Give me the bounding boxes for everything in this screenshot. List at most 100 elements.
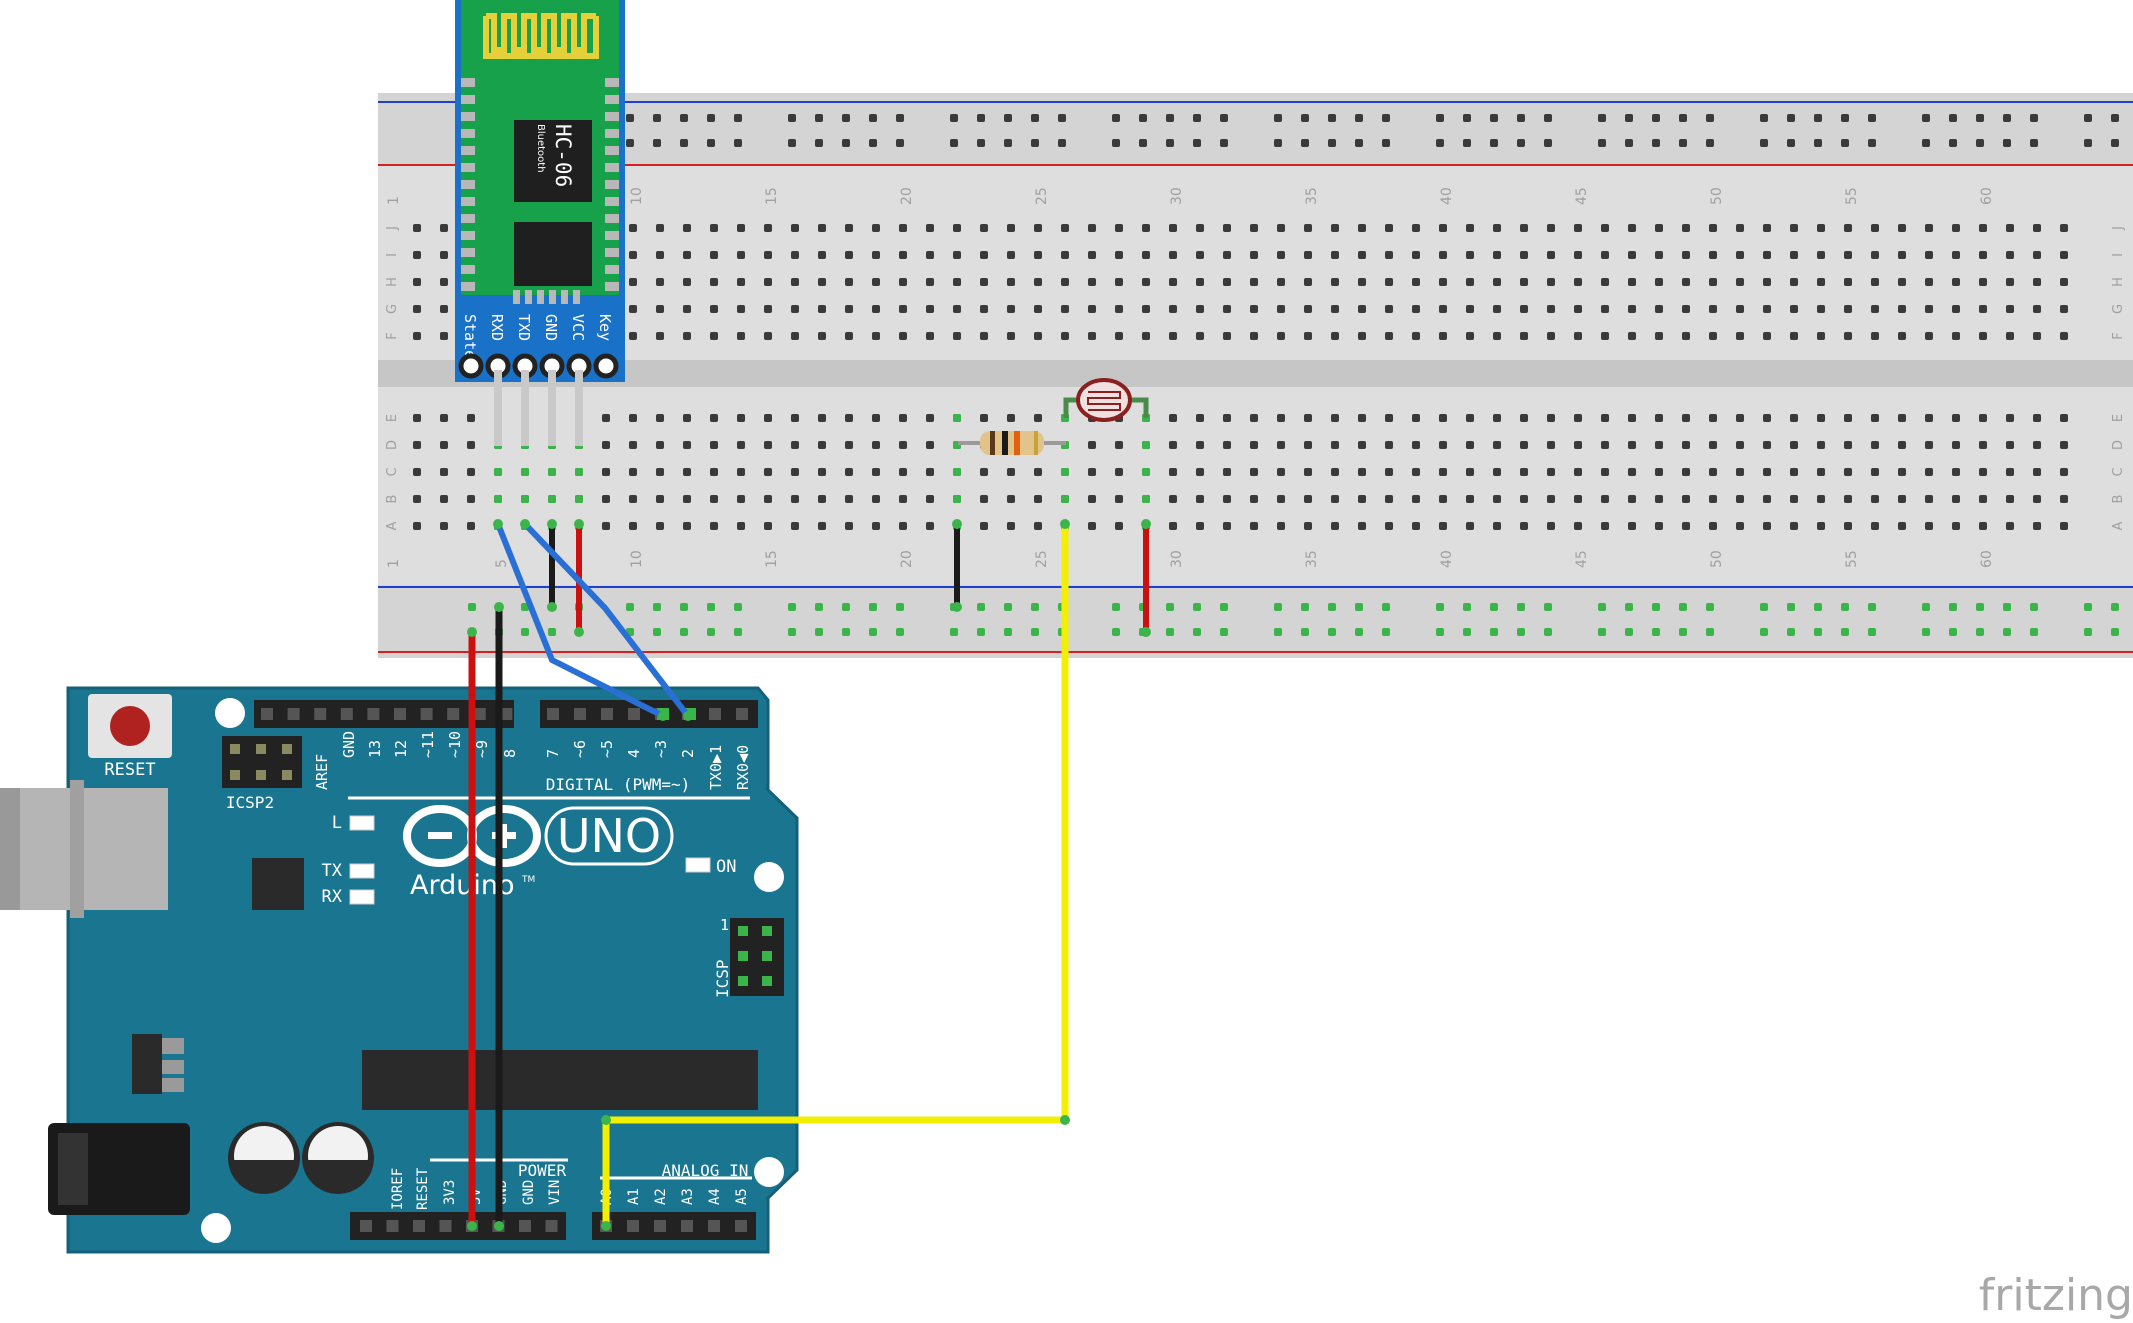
trademark-label: TM bbox=[521, 875, 535, 885]
header-pin bbox=[287, 708, 300, 720]
wire-endpoint bbox=[952, 602, 962, 612]
header-pin bbox=[473, 708, 486, 720]
column-number: 55 bbox=[1844, 550, 1860, 568]
power-pin-label: GND bbox=[521, 1180, 537, 1205]
wire-endpoint bbox=[494, 1221, 504, 1231]
column-number: 40 bbox=[1439, 550, 1455, 568]
row-letter: H bbox=[2111, 277, 2126, 287]
header-pin bbox=[681, 1220, 693, 1232]
row-letter: E bbox=[385, 414, 400, 422]
header-pin bbox=[386, 1220, 399, 1232]
row-letter: E bbox=[2111, 414, 2126, 422]
wire-endpoint bbox=[547, 602, 557, 612]
header-pin bbox=[256, 770, 266, 780]
column-number: 35 bbox=[1304, 187, 1320, 205]
wire-endpoint bbox=[467, 1221, 477, 1231]
wire-endpoint bbox=[601, 1221, 611, 1231]
header-pin bbox=[282, 770, 292, 780]
wire-endpoint bbox=[1060, 1115, 1070, 1125]
analog-pin-label: A4 bbox=[707, 1188, 723, 1205]
wire-endpoint bbox=[952, 519, 962, 529]
wire-endpoint bbox=[601, 1115, 611, 1125]
header-pin bbox=[601, 708, 613, 720]
column-number: 50 bbox=[1709, 550, 1725, 568]
header-pin bbox=[282, 744, 292, 754]
header-pin bbox=[261, 708, 273, 720]
power-label: POWER bbox=[518, 1161, 567, 1180]
wire-endpoint bbox=[547, 519, 557, 529]
header-pin bbox=[762, 951, 772, 961]
wires bbox=[468, 370, 1149, 1226]
header-pin bbox=[547, 708, 559, 720]
photoresistor bbox=[1063, 378, 1149, 422]
digital-pin-label: ~3 bbox=[652, 740, 670, 758]
digital-pin-label: ~10 bbox=[446, 731, 464, 758]
digital-pin-label: 13 bbox=[366, 740, 384, 758]
mounting-hole bbox=[215, 698, 245, 728]
row-letter: A bbox=[385, 521, 400, 530]
row-letter: D bbox=[2111, 440, 2126, 450]
breadboard-holes bbox=[413, 114, 2119, 636]
header-pin bbox=[360, 1220, 372, 1232]
power-pin-label: VIN bbox=[547, 1180, 563, 1205]
header-pin bbox=[708, 1220, 720, 1232]
breadboard: 1155101015152020252530303535404045455050… bbox=[378, 93, 2133, 658]
header-pin bbox=[500, 708, 513, 720]
column-number: 15 bbox=[764, 187, 780, 205]
column-number: 60 bbox=[1979, 550, 1995, 568]
digital-pin-label: 7 bbox=[544, 749, 562, 758]
header-pin bbox=[447, 708, 460, 720]
bt-chip bbox=[514, 120, 592, 202]
flash-chip bbox=[514, 222, 592, 286]
voltage-regulator bbox=[132, 1034, 162, 1094]
row-letter: F bbox=[385, 332, 400, 339]
column-number: 35 bbox=[1304, 550, 1320, 568]
wire-endpoint bbox=[1060, 519, 1070, 529]
module-pin-label: GND bbox=[542, 314, 560, 341]
header-pin bbox=[314, 708, 327, 720]
power-pin-label: 3V3 bbox=[442, 1180, 458, 1205]
header-pin bbox=[367, 708, 380, 720]
header-pin bbox=[230, 744, 240, 754]
led bbox=[349, 815, 375, 831]
digital-pin-label: ~6 bbox=[571, 740, 589, 758]
usb-chip bbox=[252, 858, 304, 910]
reset-label: RESET bbox=[104, 760, 155, 780]
wire-endpoint bbox=[1141, 627, 1151, 637]
digital-pin-label: RX0◀0 bbox=[734, 745, 752, 790]
row-letter: A bbox=[2111, 521, 2126, 530]
column-number: 50 bbox=[1709, 187, 1725, 205]
wire-endpoint bbox=[493, 519, 503, 529]
column-number: 60 bbox=[1979, 187, 1995, 205]
header-pin bbox=[230, 770, 240, 780]
row-letter: B bbox=[2111, 495, 2126, 504]
header-pin bbox=[394, 708, 406, 720]
power-pin-label: RESET bbox=[415, 1167, 431, 1210]
row-letter: F bbox=[2111, 332, 2126, 339]
analog-label: ANALOG IN bbox=[662, 1161, 749, 1180]
header-pin bbox=[762, 976, 772, 986]
led-label: TX bbox=[322, 861, 343, 881]
digital-pin-label: ~11 bbox=[419, 731, 437, 758]
module-name: HC-06 bbox=[551, 124, 575, 187]
digital-pin-label: AREF bbox=[313, 754, 331, 790]
column-number: 1 bbox=[386, 559, 402, 568]
header-pin bbox=[654, 1220, 666, 1232]
header-pin bbox=[738, 976, 748, 986]
led bbox=[349, 863, 375, 879]
header-pin bbox=[413, 1220, 425, 1232]
row-letter: G bbox=[2111, 304, 2126, 314]
led-label: RX bbox=[322, 887, 343, 907]
led-label: L bbox=[332, 813, 342, 833]
column-number: 20 bbox=[899, 187, 915, 205]
icsp-header bbox=[730, 918, 784, 996]
capacitor bbox=[228, 1122, 300, 1194]
column-number: 25 bbox=[1034, 187, 1050, 205]
column-number: 15 bbox=[764, 550, 780, 568]
